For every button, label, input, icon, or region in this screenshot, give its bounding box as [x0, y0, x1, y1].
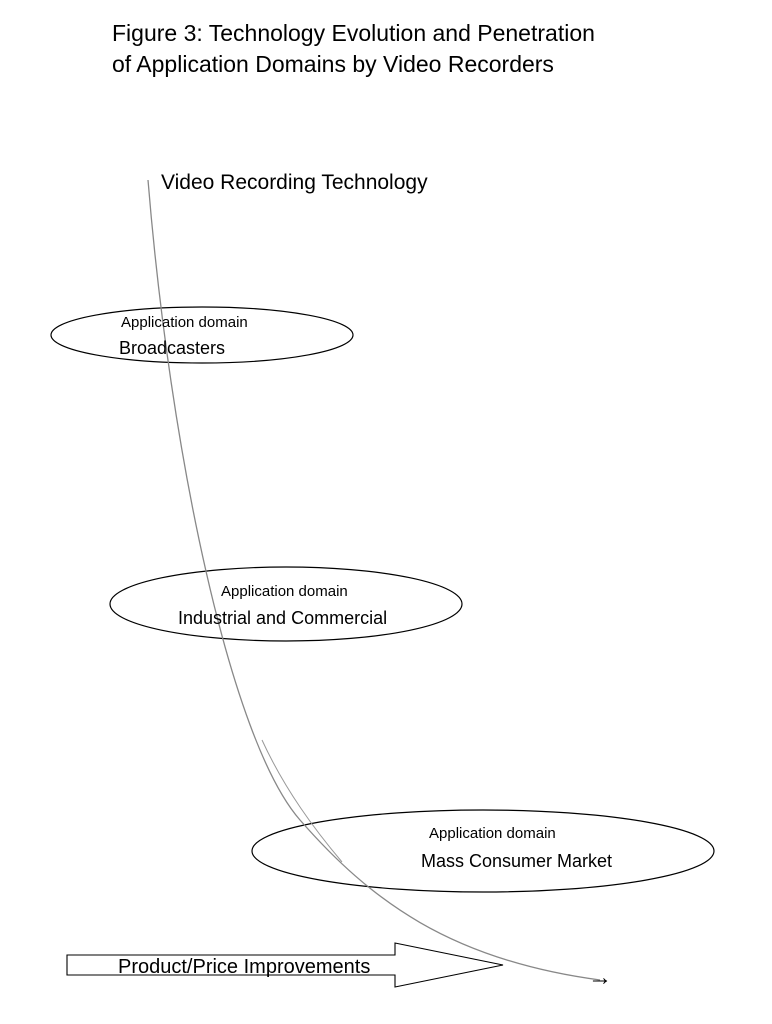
industrial-commercial-domain-ellipse	[109, 566, 463, 642]
broadcasters-caption: Application domain	[121, 314, 248, 331]
technology-evolution-curve	[147, 179, 601, 981]
curve-branch-line	[261, 739, 343, 863]
product-price-arrow-shape	[66, 942, 504, 988]
product-price-label: Product/Price Improvements	[118, 956, 371, 978]
arrow-right-icon: →	[588, 964, 612, 991]
figure-title-line-1: Figure 3: Technology Evolution and Penet…	[112, 20, 595, 46]
broadcasters-name: Broadcasters	[119, 338, 226, 358]
mass-consumer-name: Mass Consumer Market	[421, 851, 613, 871]
industrial-commercial-name: Industrial and Commercial	[178, 608, 388, 628]
curve-label: Video Recording Technology	[161, 171, 428, 194]
broadcasters-domain-ellipse	[50, 306, 354, 364]
industrial-commercial-caption: Application domain	[221, 583, 348, 600]
mass-consumer-caption: Application domain	[429, 825, 556, 842]
mass-consumer-domain-ellipse	[251, 809, 715, 893]
figure-title-line-2: of Application Domains by Video Recorder…	[112, 51, 554, 77]
